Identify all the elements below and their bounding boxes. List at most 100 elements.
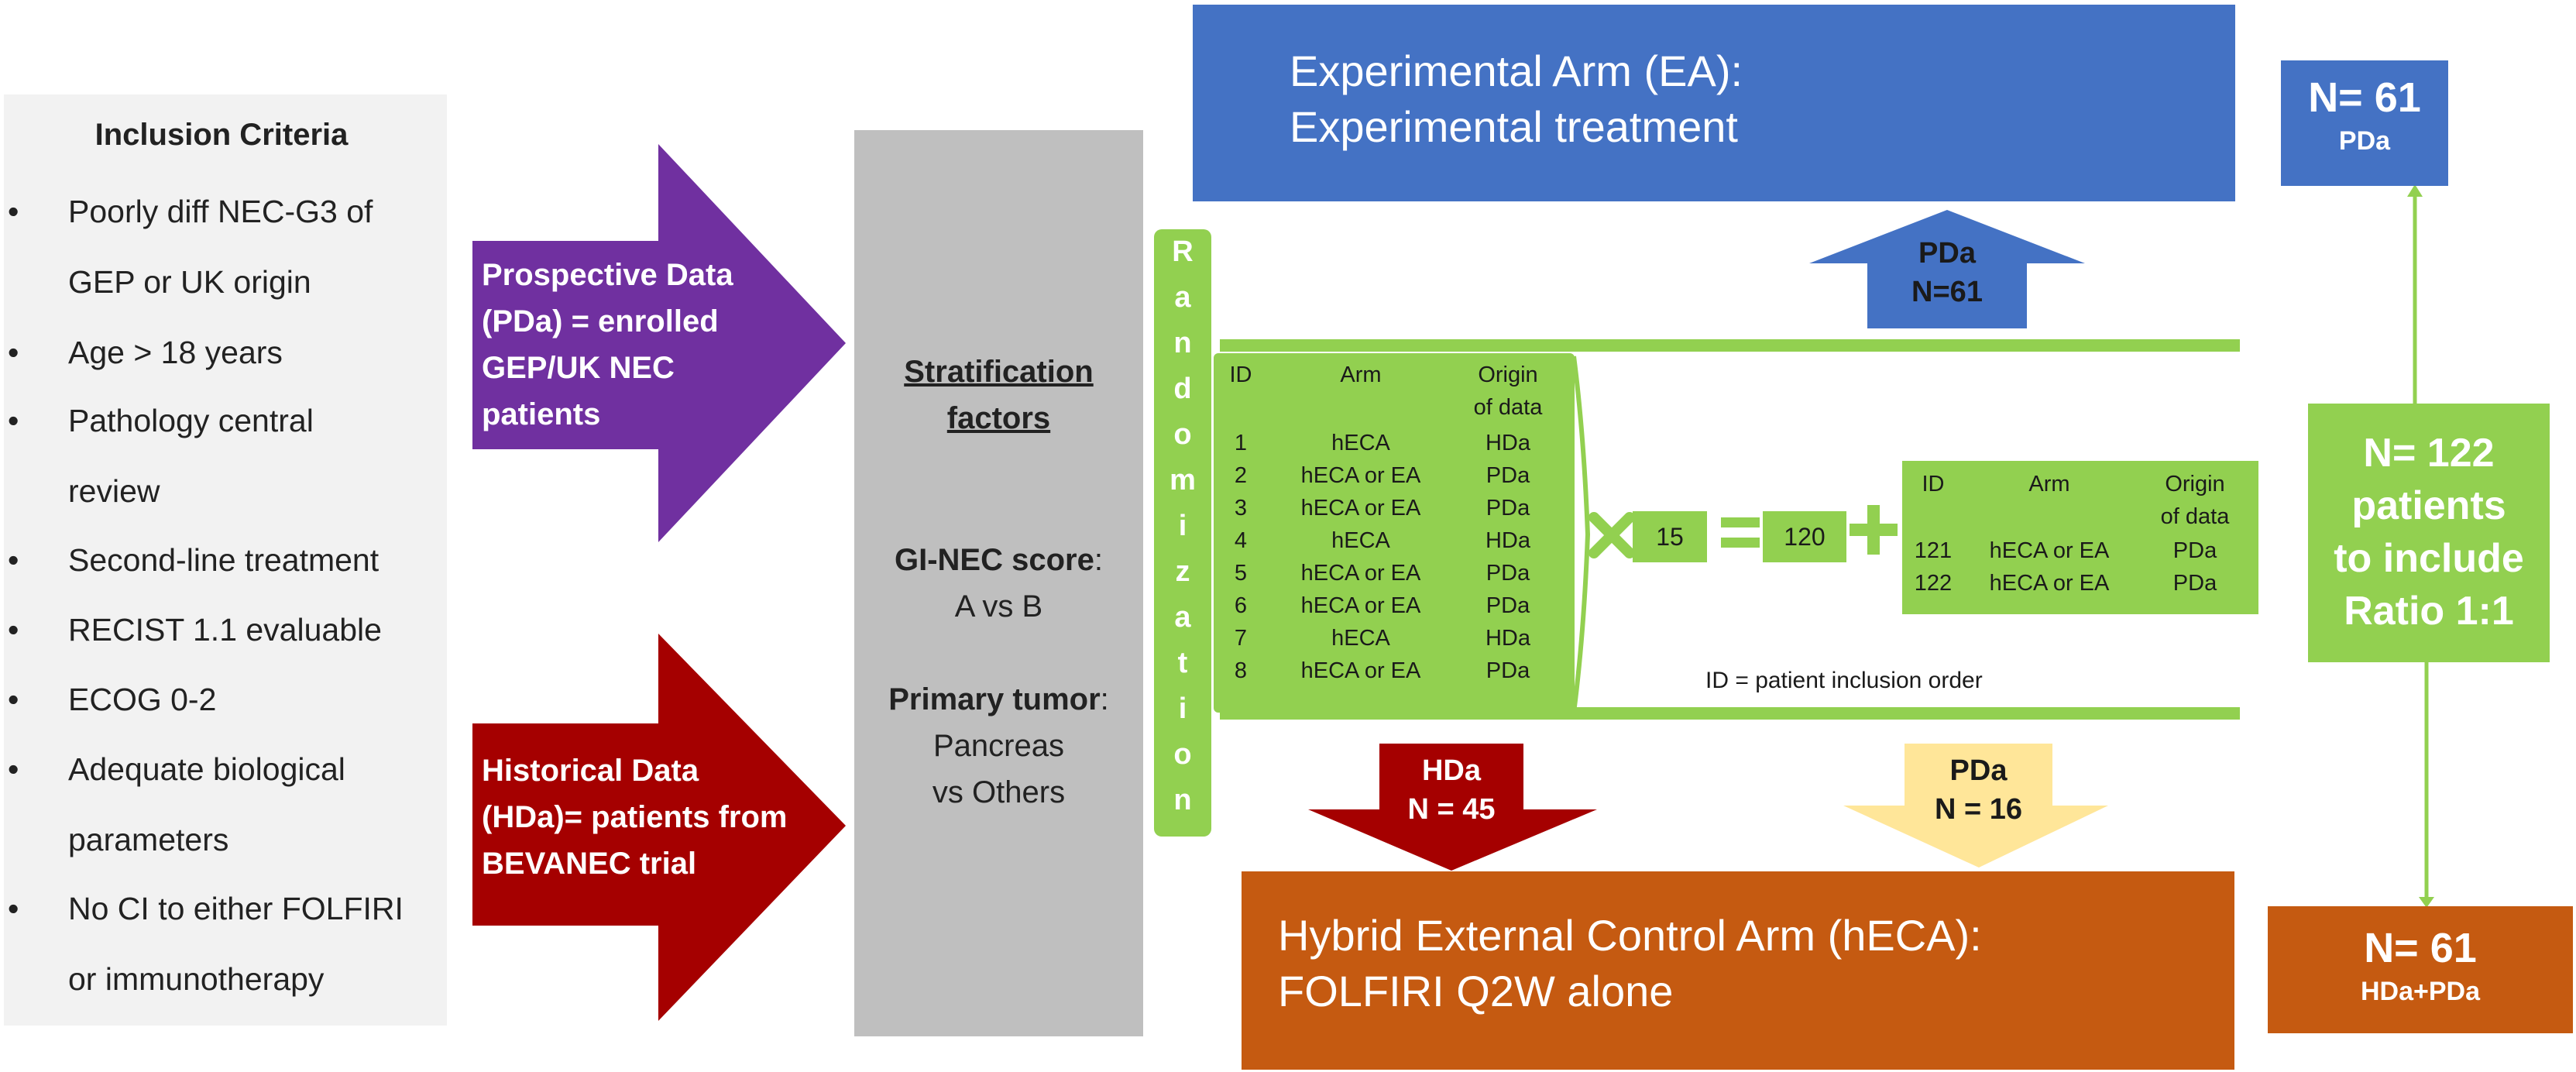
primary-tumor-label: Primary tumor (888, 682, 1101, 716)
table-cell: hECA (1331, 626, 1390, 651)
experimental-arm-text: Experimental Arm (EA): Experimental trea… (1290, 43, 2219, 155)
table-cell: hECA (1331, 528, 1390, 553)
table-cell: 6 (1234, 593, 1248, 618)
stratification-panel (854, 130, 1143, 1036)
table-header-id: ID (1229, 362, 1252, 387)
table-cell: 4 (1234, 528, 1248, 553)
table-cell: HDa (1485, 431, 1530, 455)
hybrid-control-arm-line: FOLFIRI Q2W alone (1278, 967, 1674, 1015)
n-total-line: to include (2334, 536, 2524, 581)
table-cell: hECA (1331, 431, 1390, 455)
randomization-letter: n (1173, 327, 1192, 359)
table-cell: HDa (1485, 528, 1530, 553)
criteria-line: review (68, 473, 160, 509)
table-cell: 3 (1234, 496, 1248, 521)
extra-patients-table: ID Arm Origin of data 121 hECA or EA PDa… (1902, 461, 2258, 614)
pda-down-arrow-shape (1843, 744, 2108, 868)
table-header-origin: of data (1473, 395, 1543, 420)
table-cell: HDa (1485, 626, 1530, 651)
randomization-letter: o (1173, 738, 1192, 771)
gi-nec-score: GI-NEC score: A vs B (854, 537, 1143, 630)
criteria-line: Pathology central (68, 403, 314, 438)
randomization-bar: R a n d o m i z a t i o n (1154, 229, 1211, 837)
table-cell: hECA or EA (1300, 658, 1421, 683)
randomization-letter: i (1178, 692, 1187, 725)
inclusion-criteria-title: Inclusion Criteria (94, 118, 349, 152)
experimental-arm-box (1193, 5, 2235, 201)
criteria-line: Second-line treatment (68, 542, 380, 578)
pda-down-arrow-label: PDa N = 16 (1905, 751, 2052, 829)
table-cell: PDa (2172, 571, 2217, 596)
primary-tumor-colon: : (1100, 682, 1109, 716)
equals-icon (1721, 517, 1760, 548)
historical-line: BEVANEC trial (482, 847, 697, 881)
criteria-line: Poorly diff NEC-G3 of (68, 194, 373, 229)
pda-up-line: PDa (1918, 237, 1976, 270)
randomization-letter: z (1175, 555, 1190, 588)
stratification-title-line: Stratification (904, 355, 1094, 389)
bullet: • (8, 403, 19, 438)
n-top-sub: PDa (2338, 126, 2391, 156)
table-cell: 8 (1234, 658, 1248, 683)
table-bracket (1571, 356, 1591, 713)
criteria-line: RECIST 1.1 evaluable (68, 612, 382, 648)
n-bottom-value: N= 61 (2364, 925, 2477, 971)
table-cell: hECA or EA (1989, 571, 2110, 596)
gi-nec-label: GI-NEC score (895, 543, 1094, 577)
criteria-line: GEP or UK origin (68, 264, 311, 300)
randomization-table: ID Arm Origin of data 1 hECA HDa 2 hECA … (1214, 353, 1575, 713)
table-cell: hECA or EA (1300, 593, 1421, 618)
n-top-value: N= 61 (2308, 74, 2421, 121)
primary-tumor-value: vs Others (932, 775, 1066, 809)
bullet: • (8, 751, 19, 787)
table-header-id: ID (1922, 472, 1945, 496)
prospective-line: (PDa) = enrolled (482, 304, 719, 338)
table-cell: hECA or EA (1300, 463, 1421, 488)
table-cell: PDa (1485, 496, 1530, 521)
table-header-arm: Arm (1340, 362, 1382, 387)
hda-down-line: HDa (1421, 754, 1482, 787)
hda-down-arrow-label: HDa N = 45 (1379, 751, 1523, 829)
multiplier-box: 15 (1633, 511, 1707, 562)
stratification-title: Stratification factors (854, 349, 1143, 442)
randomization-letter: R (1172, 235, 1194, 268)
experimental-arm-line: Experimental Arm (EA): (1290, 46, 1743, 95)
id-note: ID = patient inclusion order (1705, 668, 1983, 693)
primary-tumor: Primary tumor: Pancreas vs Others (854, 676, 1143, 816)
randomization-letter: i (1178, 510, 1187, 542)
randomization-letter: o (1173, 418, 1192, 451)
table-cell: PDa (1485, 593, 1530, 618)
n-bottom-box: N= 61 HDa+PDa (2268, 906, 2573, 1033)
table-cell: hECA or EA (1989, 538, 2110, 563)
randomization-letter: a (1174, 601, 1191, 634)
table-header-arm: Arm (2028, 472, 2070, 496)
table-cell: PDa (1485, 463, 1530, 488)
pda-up-arrow-shape (1809, 210, 2085, 328)
bullet: • (8, 194, 19, 229)
prospective-line: Prospective Data (482, 258, 733, 292)
table-cell: 7 (1234, 626, 1248, 651)
pda-down-line: N = 16 (1934, 793, 2023, 826)
pda-up-line: N=61 (1911, 276, 1983, 308)
multiply-icon (1589, 512, 1635, 558)
n-total-line: N= 122 (2363, 431, 2495, 476)
randomization-letter: a (1174, 281, 1191, 314)
criteria-line: parameters (68, 822, 229, 857)
table-cell: hECA or EA (1300, 496, 1421, 521)
prospective-data-label: Prospective Data (PDa) = enrolled GEP/UK… (482, 252, 854, 438)
randomization-letter: m (1170, 464, 1196, 496)
hybrid-control-arm-box (1242, 871, 2234, 1070)
hda-down-arrow-shape (1308, 744, 1597, 871)
table-cell: PDa (1485, 658, 1530, 683)
pda-up-arrow-label: PDa N=61 (1867, 234, 2027, 311)
table-cell: hECA or EA (1300, 561, 1421, 586)
n-total-line: patients (2351, 483, 2506, 528)
table-header-origin: Origin (2165, 472, 2225, 496)
stratification-title-line: factors (946, 401, 1051, 435)
result-box: 120 (1763, 511, 1846, 562)
n-total-line: Ratio 1:1 (2344, 589, 2514, 634)
primary-tumor-value: Pancreas (933, 729, 1064, 763)
pda-down-line: PDa (1949, 754, 2008, 787)
criteria-line: ECOG 0-2 (68, 682, 217, 717)
